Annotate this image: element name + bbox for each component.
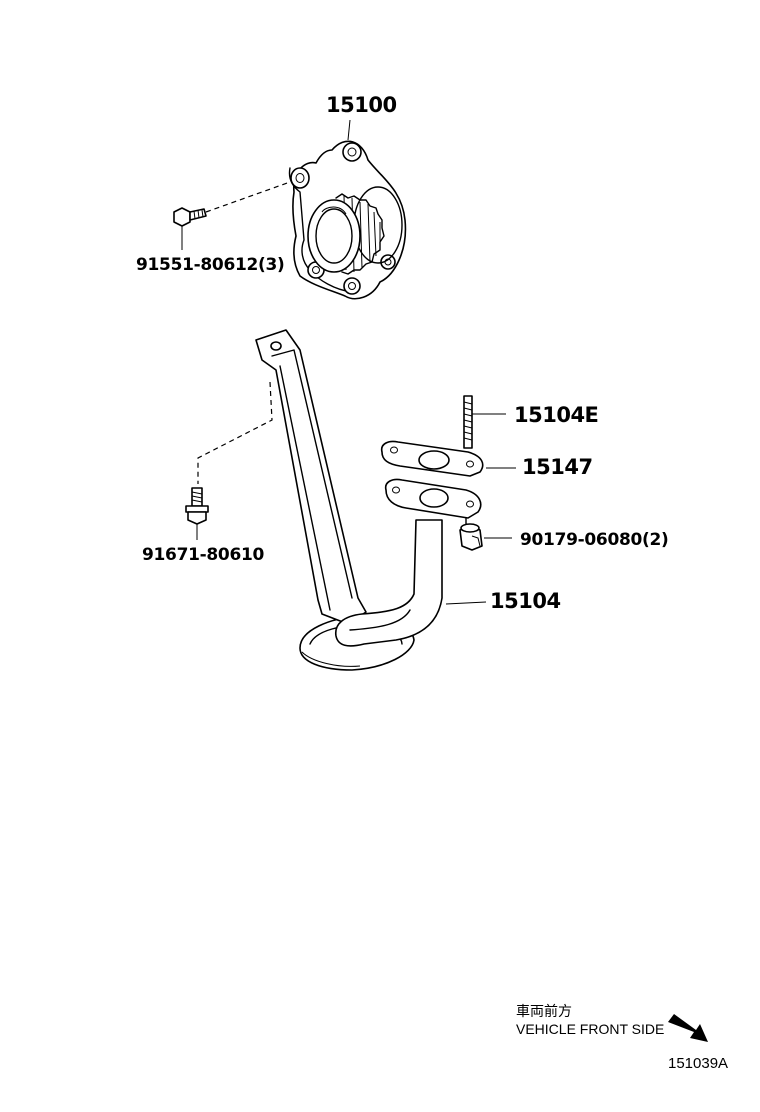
- pump-bolt-drawing: [173, 181, 291, 250]
- label-pump-bolt: 91551-80612(3): [136, 255, 285, 275]
- label-strainer-bolt: 91671-80610: [142, 545, 265, 565]
- direction-note-english: VEHICLE FRONT SIDE: [516, 1021, 664, 1037]
- figure-id: 151039A: [668, 1055, 728, 1072]
- nut-drawing: [459, 523, 512, 551]
- label-strainer: 15104: [490, 589, 561, 613]
- arrow-down-right-icon: [668, 1014, 708, 1042]
- stud-drawing: [463, 395, 506, 449]
- oil-strainer-drawing: [197, 329, 487, 671]
- gasket-drawing: [380, 440, 516, 477]
- label-gasket: 15147: [522, 455, 593, 479]
- direction-note-japanese: 車両前方: [516, 1003, 572, 1019]
- label-nut: 90179-06080(2): [520, 530, 669, 550]
- oil-pump-drawing: [288, 119, 407, 300]
- label-oil-pump: 15100: [326, 93, 397, 117]
- label-stud: 15104E: [514, 403, 598, 427]
- strainer-bolt-drawing: [185, 487, 209, 540]
